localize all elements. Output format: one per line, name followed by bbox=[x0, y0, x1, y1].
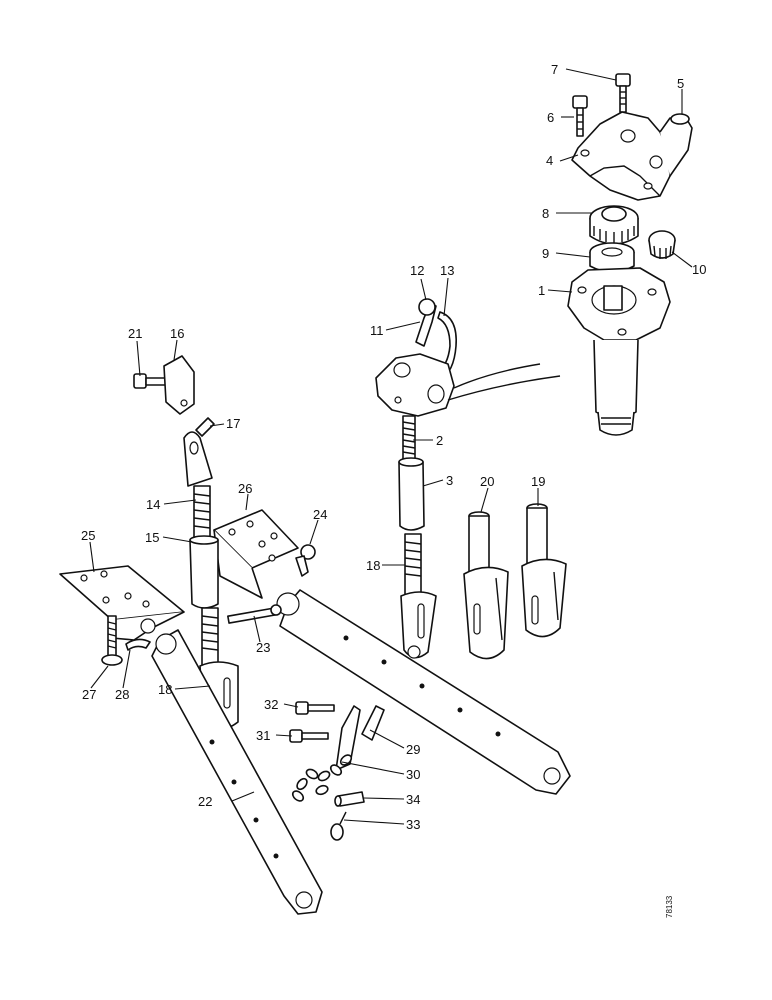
callout-22: 22 bbox=[198, 794, 212, 809]
lower-link-arm-left bbox=[151, 629, 323, 915]
spout-part-5 bbox=[649, 113, 693, 177]
callout-27: 27 bbox=[82, 687, 96, 702]
bracket-part-26 bbox=[213, 509, 299, 599]
fork-part-18-left bbox=[199, 607, 239, 731]
figure-reference-code: 78133 bbox=[665, 895, 674, 918]
tube-part-15 bbox=[189, 535, 219, 609]
callout-18-right: 18 bbox=[366, 558, 380, 573]
callout-5: 5 bbox=[677, 76, 684, 91]
pin-part-24 bbox=[295, 544, 316, 577]
bolt-part-27 bbox=[101, 615, 123, 666]
pin-part-17 bbox=[195, 417, 215, 437]
bracket-part-25 bbox=[59, 565, 185, 641]
callout-20: 20 bbox=[480, 474, 494, 489]
callout-33: 33 bbox=[406, 817, 420, 832]
callout-19: 19 bbox=[531, 474, 545, 489]
callout-1: 1 bbox=[538, 283, 545, 298]
callout-8: 8 bbox=[542, 206, 549, 221]
callout-labels: 1 2 3 4 5 6 7 8 9 10 11 12 13 14 15 16 1… bbox=[81, 62, 706, 832]
callout-9: 9 bbox=[542, 246, 549, 261]
pump-housing-assembly bbox=[567, 73, 693, 436]
bolt-part-32 bbox=[295, 701, 335, 715]
bolt-part-31 bbox=[289, 729, 329, 743]
washer-part-28 bbox=[125, 638, 151, 651]
callout-28: 28 bbox=[115, 687, 129, 702]
callout-24: 24 bbox=[313, 507, 327, 522]
gear-part-10 bbox=[648, 230, 676, 259]
callout-10: 10 bbox=[692, 262, 706, 277]
bolt-part-21 bbox=[133, 373, 169, 389]
chain-part-30 bbox=[291, 754, 353, 802]
bolt-part-7 bbox=[615, 73, 631, 113]
knob-part-12 bbox=[418, 298, 436, 316]
callout-12: 12 bbox=[410, 263, 424, 278]
callout-13: 13 bbox=[440, 263, 454, 278]
callout-25: 25 bbox=[81, 528, 95, 543]
callout-29: 29 bbox=[406, 742, 420, 757]
callout-31: 31 bbox=[256, 728, 270, 743]
callout-23: 23 bbox=[256, 640, 270, 655]
bearing-part-9 bbox=[589, 242, 635, 273]
tube-part-3 bbox=[398, 457, 425, 531]
callout-6: 6 bbox=[547, 110, 554, 125]
gear-part-8 bbox=[589, 205, 639, 245]
callout-7: 7 bbox=[551, 62, 558, 77]
leader-lines bbox=[89, 68, 693, 825]
callout-18-left: 18 bbox=[158, 682, 172, 697]
fork-part-20 bbox=[463, 511, 509, 660]
fork-part-19 bbox=[521, 503, 567, 638]
pump-body-part-1 bbox=[567, 267, 671, 436]
callout-21: 21 bbox=[128, 326, 142, 341]
callout-32: 32 bbox=[264, 697, 278, 712]
block-part-16 bbox=[163, 355, 195, 415]
callout-11: 11 bbox=[370, 323, 384, 338]
bracket-part-29 bbox=[335, 705, 385, 771]
callout-30: 30 bbox=[406, 767, 420, 782]
threaded-rod-part-2 bbox=[402, 415, 416, 461]
callout-17: 17 bbox=[226, 416, 240, 431]
callout-14: 14 bbox=[146, 497, 160, 512]
callout-2: 2 bbox=[436, 433, 443, 448]
lower-link-arm-right bbox=[276, 589, 571, 795]
clip-part-33 bbox=[330, 811, 347, 841]
callout-26: 26 bbox=[238, 481, 252, 496]
callout-16: 16 bbox=[170, 326, 184, 341]
levelling-box-assembly bbox=[375, 298, 561, 531]
gearbox-housing bbox=[375, 353, 561, 417]
pin-part-34 bbox=[334, 791, 365, 807]
callout-34: 34 bbox=[406, 792, 420, 807]
callout-15: 15 bbox=[145, 530, 159, 545]
pin-part-23 bbox=[227, 604, 282, 624]
fork-part-14 bbox=[183, 431, 213, 539]
callout-4: 4 bbox=[546, 153, 553, 168]
callout-3: 3 bbox=[446, 473, 453, 488]
bolt-part-6 bbox=[572, 95, 588, 137]
fork-part-18-right bbox=[400, 533, 437, 659]
